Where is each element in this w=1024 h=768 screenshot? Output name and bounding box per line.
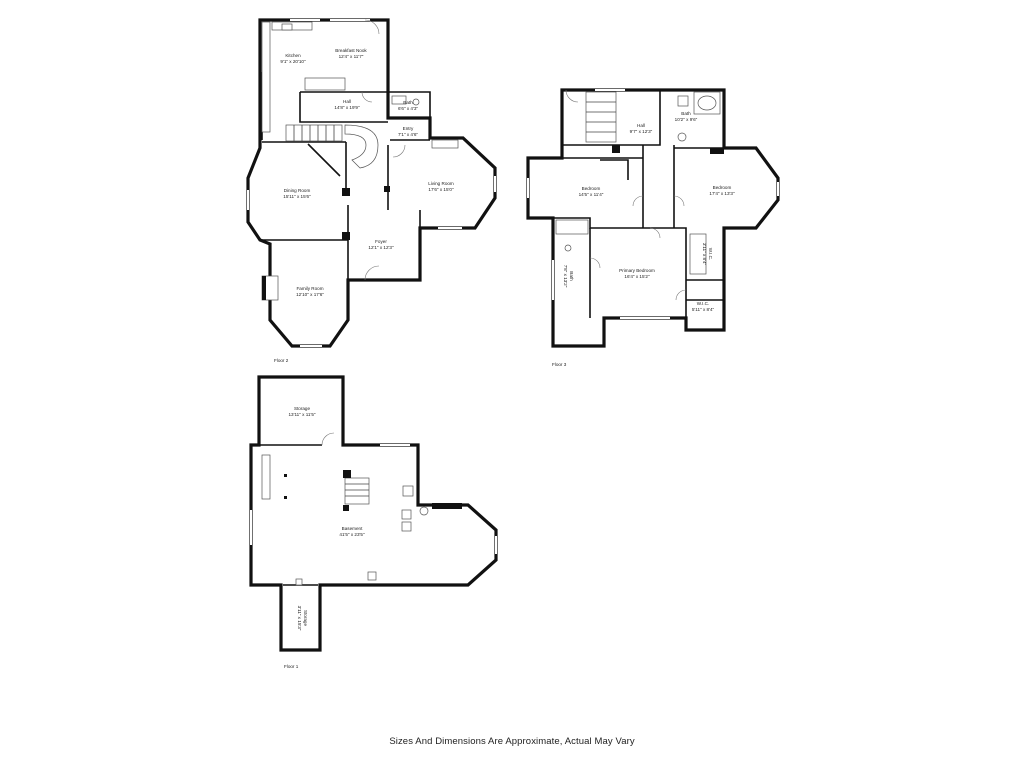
family-room-name: Family Room [296,286,323,291]
breakfast-nook-name: Breakfast Nook [335,48,367,53]
floor-1-plan: Storage 13'11" x 11'5" Basement 41'5" x … [249,375,498,669]
bath-floor2-name: Bath [403,100,413,105]
dining-room-dim: 15'11" x 15'6" [283,194,311,199]
bath-floor2-dim: 6'6" x 4'3" [398,106,418,111]
floor-3-plan: Hall 9'7" x 12'3" Bath 10'2" x 9'6" Bedr… [526,88,780,367]
family-room-dim: 12'10" x 17'6" [296,292,324,297]
living-room-name: Living Room [428,181,454,186]
hall-floor3-dim: 9'7" x 12'3" [630,129,653,134]
primary-bedroom-name: Primary Bedroom [619,268,655,273]
hall-floor2-name: Hall [343,99,351,104]
dining-room-name: Dining Room [284,188,311,193]
bedroom-east-dim: 17'4" x 13'3" [709,191,735,196]
bath-floor3-name: Bath [681,111,691,116]
basement-dim: 41'5" x 23'5" [339,532,365,537]
bedroom-west-name: Bedroom [582,186,601,191]
entry-name: Entry [403,126,414,131]
wic-lower-dim: 5'11" x 8'4" [692,307,715,312]
storage-name: Storage [294,406,311,411]
living-room-fireplace-icon [431,139,459,149]
disclaimer-note: Sizes And Dimensions Are Approximate, Ac… [389,736,635,747]
floor-1-outer-wall [249,375,498,652]
floor-3-label: Floor 3 [552,362,567,367]
bath-lower-dim: 7'8" x 13'2" [563,265,568,288]
foyer-dim: 12'1" x 12'3" [368,245,394,250]
bath-lower-name: Bath [569,271,574,281]
floor-2-label: Floor 2 [274,358,289,363]
kitchen-counter-icon [261,21,271,133]
bath-floor3-dim: 10'2" x 9'6" [675,117,698,122]
storage-narrow-dim: 3'11" x 15'3" [297,606,302,631]
bathtub-icon [697,95,717,111]
hall-floor2-dim: 14'8" x 19'9" [334,105,360,110]
bedroom-west-dim: 14'5" x 11'4" [579,192,604,197]
wic-upper-dim: 3'11" x 8'4" [702,243,707,266]
living-room-dim: 17'6" x 15'0" [428,187,454,192]
wic-lower-name: W.I.C. [697,301,710,306]
floor-1-label: Floor 1 [284,664,299,669]
primary-bedroom-dim: 16'4" x 15'2" [624,274,650,279]
floor-3-stairs-icon [585,91,617,143]
floor-2-stairs [285,124,379,169]
breakfast-nook-dim: 12'4" x 11'7" [339,54,364,59]
foyer-name: Foyer [375,239,387,244]
bedroom-east-name: Bedroom [713,185,732,190]
kitchen-dim: 9'1" x 20'10" [280,59,306,64]
floor-2-outer-wall [246,18,497,348]
wic-upper-name: W.I.C. [708,248,713,261]
kitchen-name: Kitchen [285,53,301,58]
storage-narrow-name: Storage [303,610,308,627]
floor-2-plan: Kitchen 9'1" x 20'10" Breakfast Nook 12'… [246,18,497,363]
hall-floor3-name: Hall [637,123,645,128]
basement-name: Basement [342,526,363,531]
entry-dim: 7'1" x 4'6" [398,132,418,137]
storage-dim: 13'11" x 11'5" [288,412,315,417]
floor-3-outer-wall [526,88,780,348]
basement-stairs-icon [344,477,370,505]
